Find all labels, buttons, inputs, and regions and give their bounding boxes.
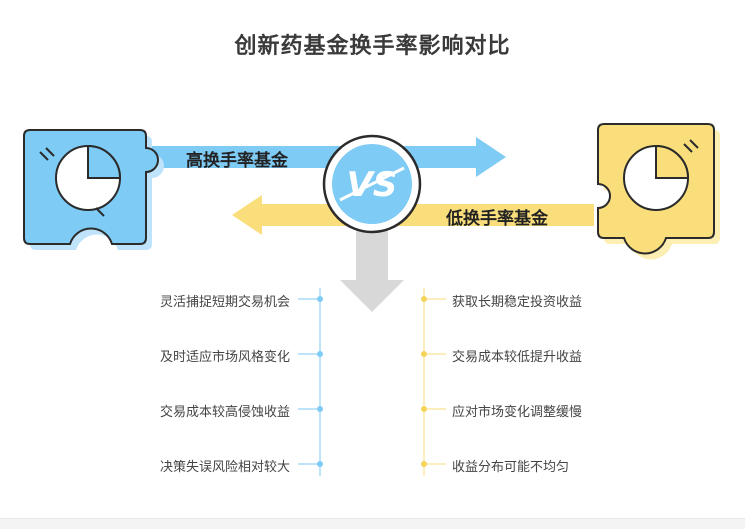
left-item-1: 灵活捕捉短期交易机会 bbox=[159, 295, 290, 310]
left-item-2: 及时适应市场风格变化 bbox=[159, 350, 290, 365]
right-puzzle-icon bbox=[597, 123, 720, 260]
high-turnover-label: 高换手率基金 bbox=[186, 151, 288, 171]
bottom-divider bbox=[0, 518, 745, 529]
left-item-3: 交易成本较高侵蚀收益 bbox=[159, 405, 290, 420]
right-item-3: 应对市场变化调整缓慢 bbox=[452, 405, 583, 420]
vs-text: VS bbox=[347, 165, 398, 205]
left-puzzle-icon bbox=[23, 129, 164, 250]
page-title: 创新药基金换手率影响对比 bbox=[234, 34, 511, 59]
right-item-4: 收益分布可能不均匀 bbox=[452, 460, 570, 475]
right-item-2: 交易成本较低提升收益 bbox=[452, 350, 583, 365]
right-item-1: 获取长期稳定投资收益 bbox=[452, 295, 583, 310]
left-timeline bbox=[298, 288, 323, 476]
vs-badge: VS bbox=[322, 134, 422, 234]
right-timeline bbox=[421, 288, 446, 476]
left-item-4: 决策失误风险相对较大 bbox=[159, 460, 290, 475]
low-turnover-label: 低换手率基金 bbox=[446, 209, 548, 229]
